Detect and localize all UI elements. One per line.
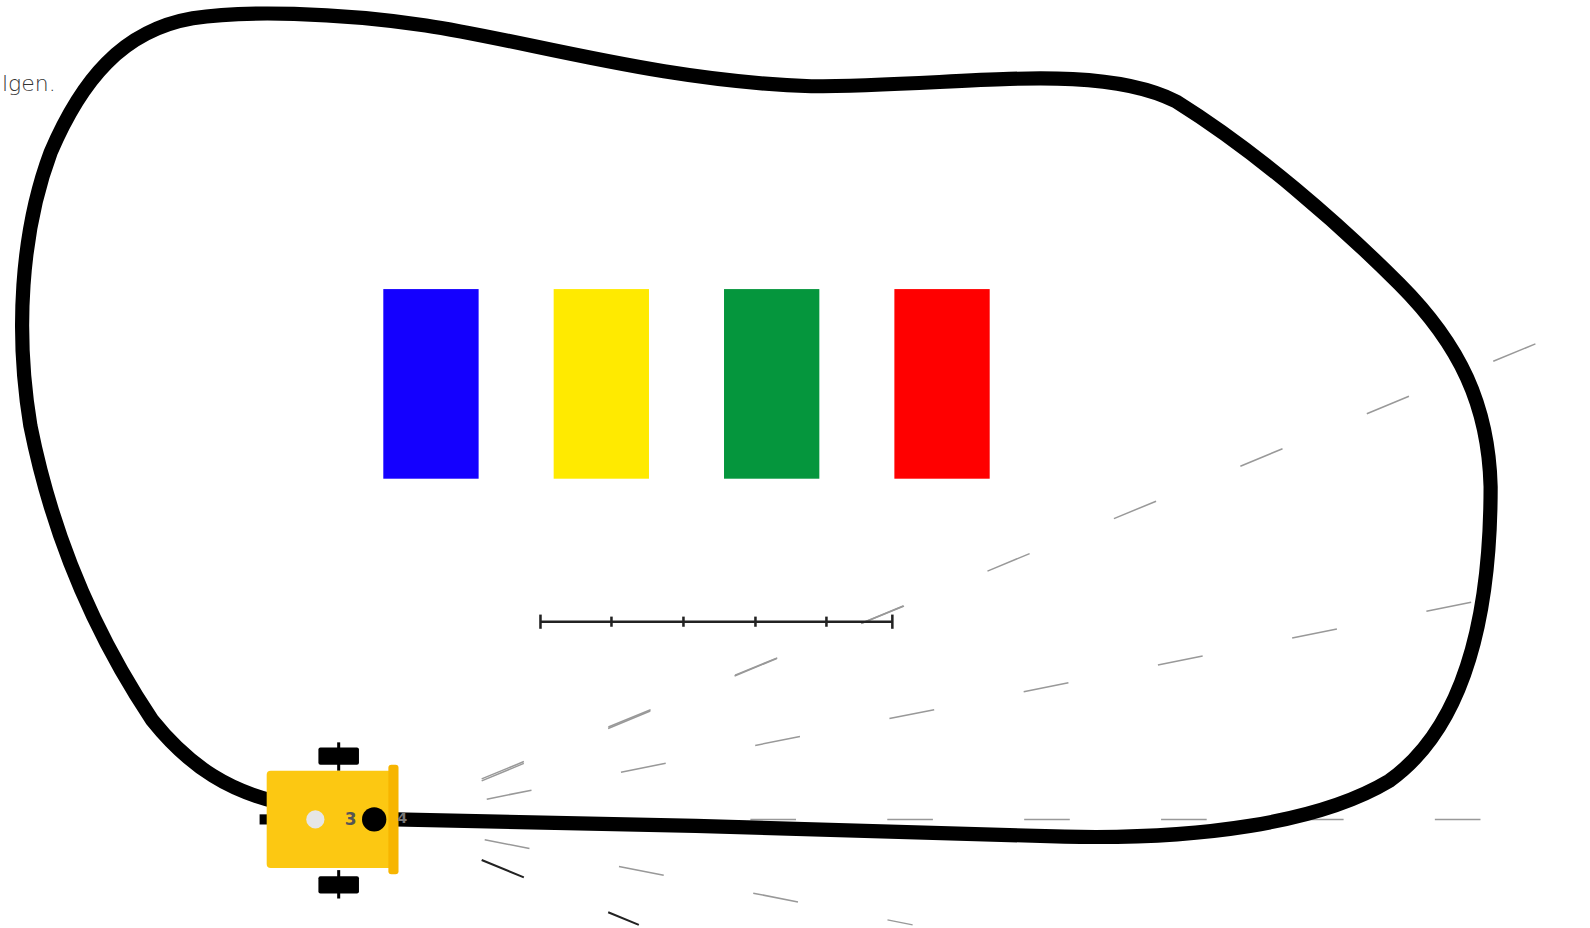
sensor-ray <box>482 598 923 778</box>
blue-field <box>383 289 478 479</box>
sensor-number: 3 <box>345 811 357 828</box>
sensor-number: 4 <box>398 811 408 825</box>
sensor-ray <box>482 860 639 925</box>
sensor-ray <box>485 840 913 925</box>
red-field <box>894 289 989 479</box>
sensor-ray <box>487 593 1516 799</box>
green-field <box>724 289 819 479</box>
robot-bumper <box>388 765 398 875</box>
robot-body <box>267 771 394 868</box>
cut-off-text: lgen. <box>2 73 56 95</box>
yellow-field <box>554 289 649 479</box>
pivot <box>306 810 324 828</box>
sensor <box>362 807 386 831</box>
robot <box>260 742 399 898</box>
scale-bar <box>540 615 892 629</box>
track-line <box>22 14 1491 837</box>
